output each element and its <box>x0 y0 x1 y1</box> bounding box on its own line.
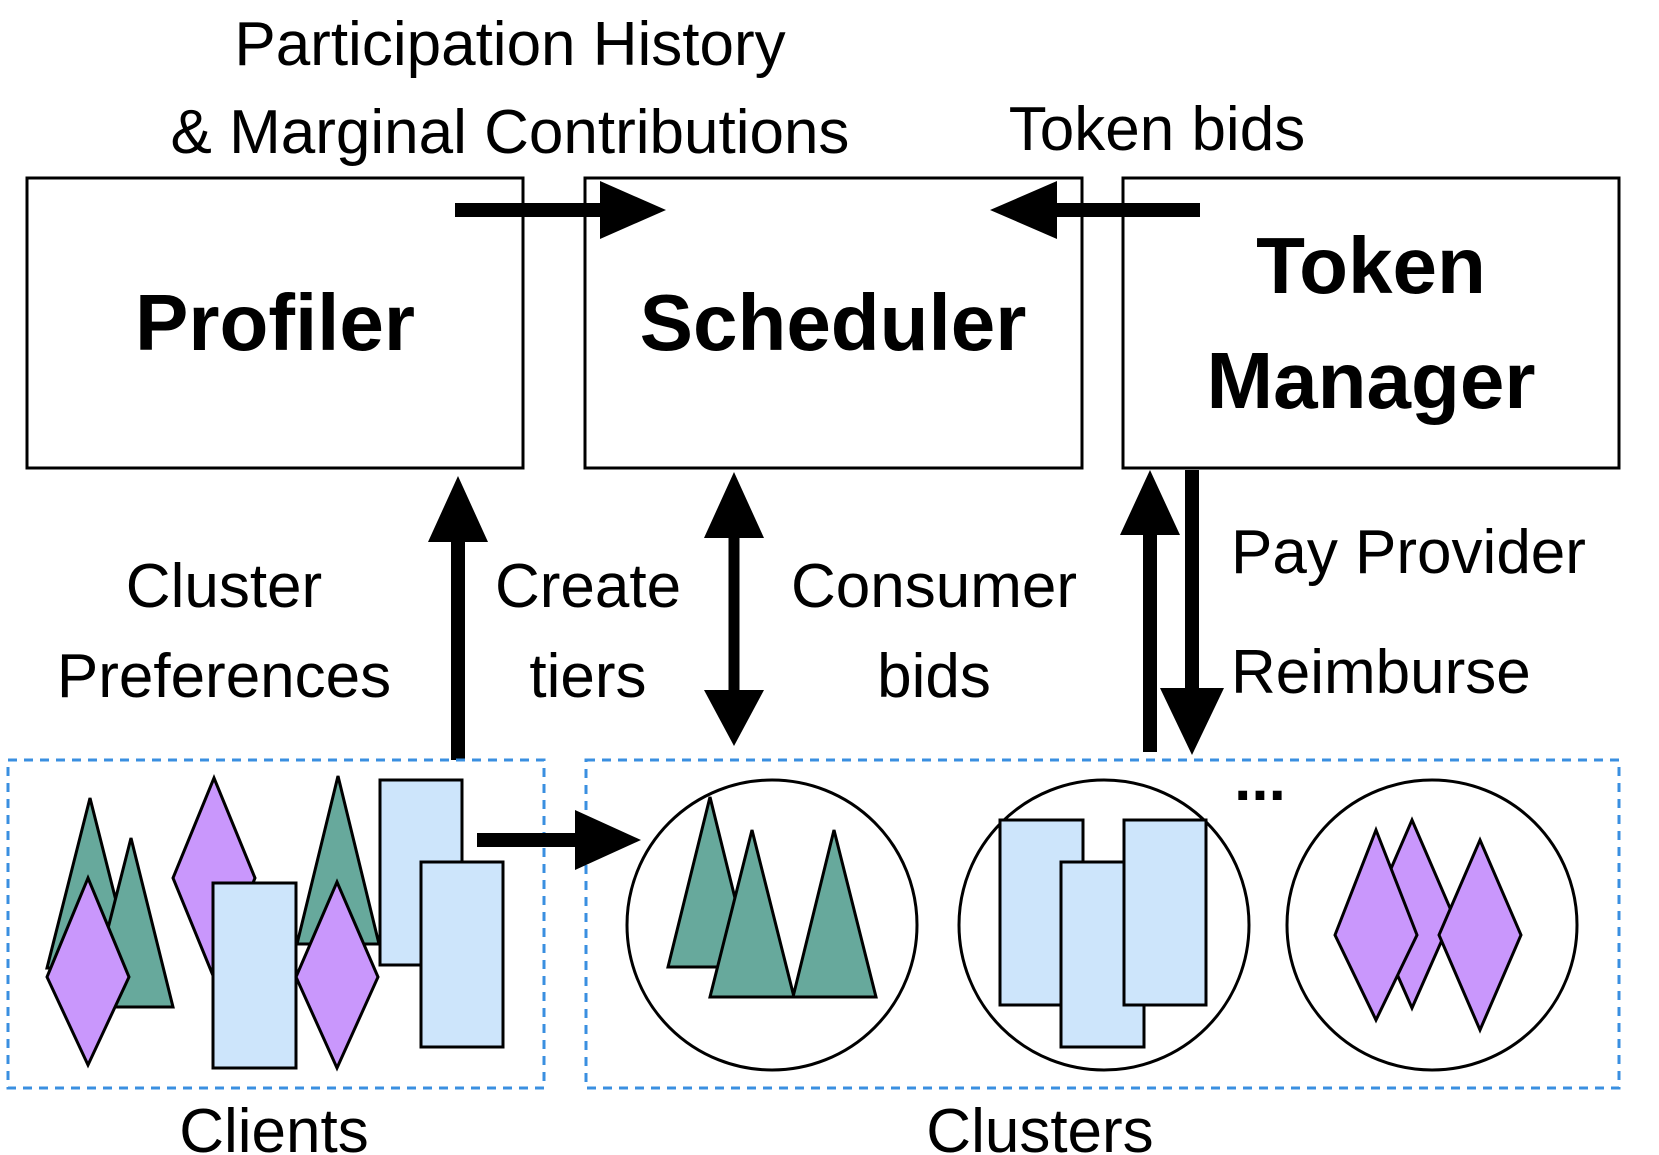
cluster-preferences-line2: Preferences <box>57 642 391 711</box>
diamond-shape <box>45 874 131 1069</box>
scheduler-title: Scheduler <box>640 278 1027 367</box>
clients-label: Clients <box>179 1097 369 1155</box>
marginal-contributions-label: & Marginal Contributions <box>171 98 850 167</box>
arrow-clients-to-profiler <box>428 476 488 760</box>
token-manager-title-line1: Token <box>1256 221 1486 310</box>
rectangle-shape <box>419 860 505 1049</box>
clusters-label: Clusters <box>926 1097 1153 1155</box>
arrow-token-manager-to-scheduler <box>990 181 1200 239</box>
cluster-diamonds <box>1285 778 1579 1072</box>
scheduler-box <box>583 176 1084 470</box>
triangle-shape <box>791 829 878 999</box>
cluster-triangles <box>625 778 919 1072</box>
consumer-bids-line2: bids <box>877 642 991 711</box>
arrow-scheduler-clusters-bidirectional <box>704 472 764 746</box>
pay-provider-label: Pay Provider <box>1231 518 1586 587</box>
create-tiers-line2: tiers <box>529 642 646 711</box>
diamond-shape <box>1437 836 1523 1034</box>
more-clusters-ellipsis: ... <box>1234 745 1286 814</box>
diamond-shape <box>1333 825 1419 1024</box>
arrow-token-manager-to-clusters <box>1160 470 1224 755</box>
cluster-preferences-line1: Cluster <box>126 552 322 621</box>
triangle-shape <box>708 829 796 999</box>
rectangle-shape <box>1122 818 1208 1007</box>
diamond-shape <box>294 878 380 1072</box>
token-bids-label: Token bids <box>1009 95 1305 164</box>
cluster-rectangles <box>957 778 1251 1072</box>
profiler-box <box>25 176 525 470</box>
arrow-clusters-to-token-manager <box>1120 470 1180 752</box>
profiler-title: Profiler <box>135 278 415 367</box>
arrow-profiler-to-scheduler <box>455 181 666 239</box>
consumer-bids-line1: Consumer <box>791 552 1077 621</box>
token-manager-box <box>1121 176 1621 470</box>
create-tiers-line1: Create <box>495 552 681 621</box>
reimburse-label: Reimburse <box>1231 638 1531 707</box>
token-manager-title-line2: Manager <box>1207 336 1536 425</box>
participation-history-label: Participation History <box>234 10 785 79</box>
clusters-container <box>584 758 1621 1090</box>
client-shapes <box>45 774 505 1072</box>
arrow-clients-to-clusters <box>477 810 641 870</box>
rectangle-shape <box>211 881 298 1070</box>
